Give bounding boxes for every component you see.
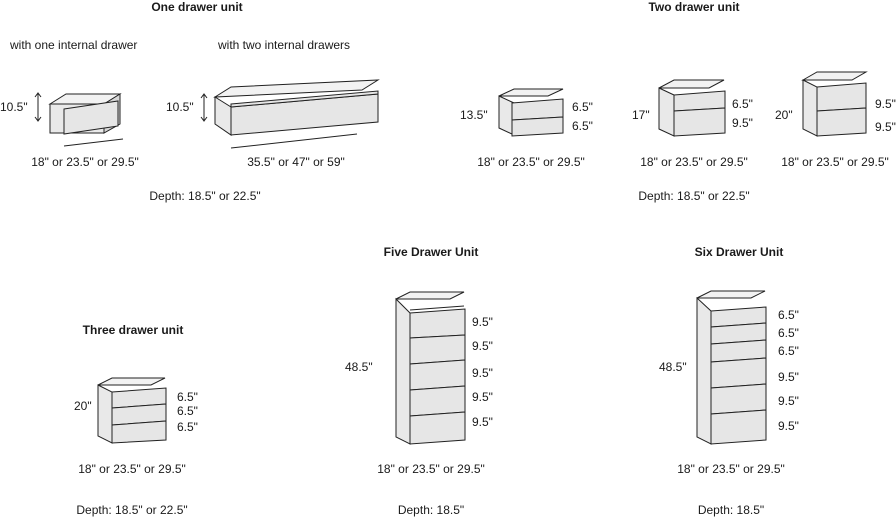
one-drawer-wide-height: 10.5" bbox=[166, 100, 194, 114]
six-drawer-depth: Depth: 18.5" bbox=[697, 503, 765, 517]
two-drawer-b-height: 17" bbox=[632, 108, 650, 122]
six-drawer-drawer-3: 6.5" bbox=[778, 344, 799, 358]
two-drawer-a-drawer-2: 6.5" bbox=[572, 119, 593, 133]
two-drawer-c-drawing bbox=[801, 71, 868, 137]
one-drawer-wide-width: 35.5" or 47" or 59" bbox=[247, 155, 345, 169]
six-drawer-drawer-6: 9.5" bbox=[778, 419, 799, 433]
one-drawer-depth: Depth: 18.5" or 22.5" bbox=[149, 189, 261, 203]
six-drawer-drawer-4: 9.5" bbox=[778, 370, 799, 384]
three-drawer-drawer-2: 6.5" bbox=[177, 404, 198, 418]
six-drawer-drawer-5: 9.5" bbox=[778, 394, 799, 408]
two-drawer-b-drawing bbox=[658, 79, 726, 137]
six-drawer-width: 18" or 23.5" or 29.5" bbox=[677, 462, 785, 476]
one-drawer-title: One drawer unit bbox=[151, 0, 243, 14]
one-drawer-wide-drawing bbox=[200, 79, 380, 149]
five-drawer-title: Five Drawer Unit bbox=[383, 245, 479, 259]
two-drawer-b-drawer-1: 6.5" bbox=[732, 97, 753, 111]
three-drawer-height: 20" bbox=[74, 399, 92, 413]
three-drawer-width: 18" or 23.5" or 29.5" bbox=[78, 462, 186, 476]
two-drawer-c-height: 20" bbox=[775, 108, 793, 122]
two-drawer-a-drawing bbox=[498, 88, 564, 137]
six-drawer-drawer-1: 6.5" bbox=[778, 308, 799, 322]
five-drawer-depth: Depth: 18.5" bbox=[397, 503, 465, 517]
three-drawer-drawer-3: 6.5" bbox=[177, 420, 198, 434]
two-drawer-a-drawer-1: 6.5" bbox=[572, 100, 593, 114]
six-drawer-drawer-2: 6.5" bbox=[778, 326, 799, 340]
six-drawer-title: Six Drawer Unit bbox=[694, 245, 784, 259]
five-drawer-drawer-3: 9.5" bbox=[472, 366, 493, 380]
five-drawer-drawer-5: 9.5" bbox=[472, 415, 493, 429]
six-drawer-drawing bbox=[696, 290, 767, 445]
five-drawer-width: 18" or 23.5" or 29.5" bbox=[377, 462, 485, 476]
one-drawer-small-drawing bbox=[34, 92, 124, 147]
six-drawer-height: 48.5" bbox=[659, 360, 687, 374]
two-drawer-c-drawer-2: 9.5" bbox=[875, 120, 896, 134]
two-drawer-b-width: 18" or 23.5" or 29.5" bbox=[640, 155, 748, 169]
three-drawer-drawing bbox=[97, 377, 167, 444]
five-drawer-height: 48.5" bbox=[345, 360, 373, 374]
two-drawer-a-height: 13.5" bbox=[460, 108, 488, 122]
two-drawer-a-width: 18" or 23.5" or 29.5" bbox=[477, 155, 585, 169]
three-drawer-depth: Depth: 18.5" or 22.5" bbox=[76, 503, 188, 517]
five-drawer-drawer-4: 9.5" bbox=[472, 390, 493, 404]
one-drawer-subtitle-one: with one internal drawer bbox=[10, 38, 138, 52]
two-drawer-c-drawer-1: 9.5" bbox=[875, 97, 896, 111]
three-drawer-drawer-1: 6.5" bbox=[177, 390, 198, 404]
two-drawer-depth: Depth: 18.5" or 22.5" bbox=[638, 189, 750, 203]
two-drawer-title: Two drawer unit bbox=[648, 0, 740, 14]
one-drawer-small-height: 10.5" bbox=[0, 100, 28, 114]
five-drawer-drawer-1: 9.5" bbox=[472, 315, 493, 329]
one-drawer-small-width: 18" or 23.5" or 29.5" bbox=[31, 155, 139, 169]
two-drawer-b-drawer-2: 9.5" bbox=[732, 116, 753, 130]
two-drawer-c-width: 18" or 23.5" or 29.5" bbox=[781, 155, 889, 169]
one-drawer-subtitle-two: with two internal drawers bbox=[218, 38, 351, 52]
five-drawer-drawer-2: 9.5" bbox=[472, 339, 493, 353]
three-drawer-title: Three drawer unit bbox=[82, 323, 184, 337]
five-drawer-drawing bbox=[395, 291, 466, 445]
